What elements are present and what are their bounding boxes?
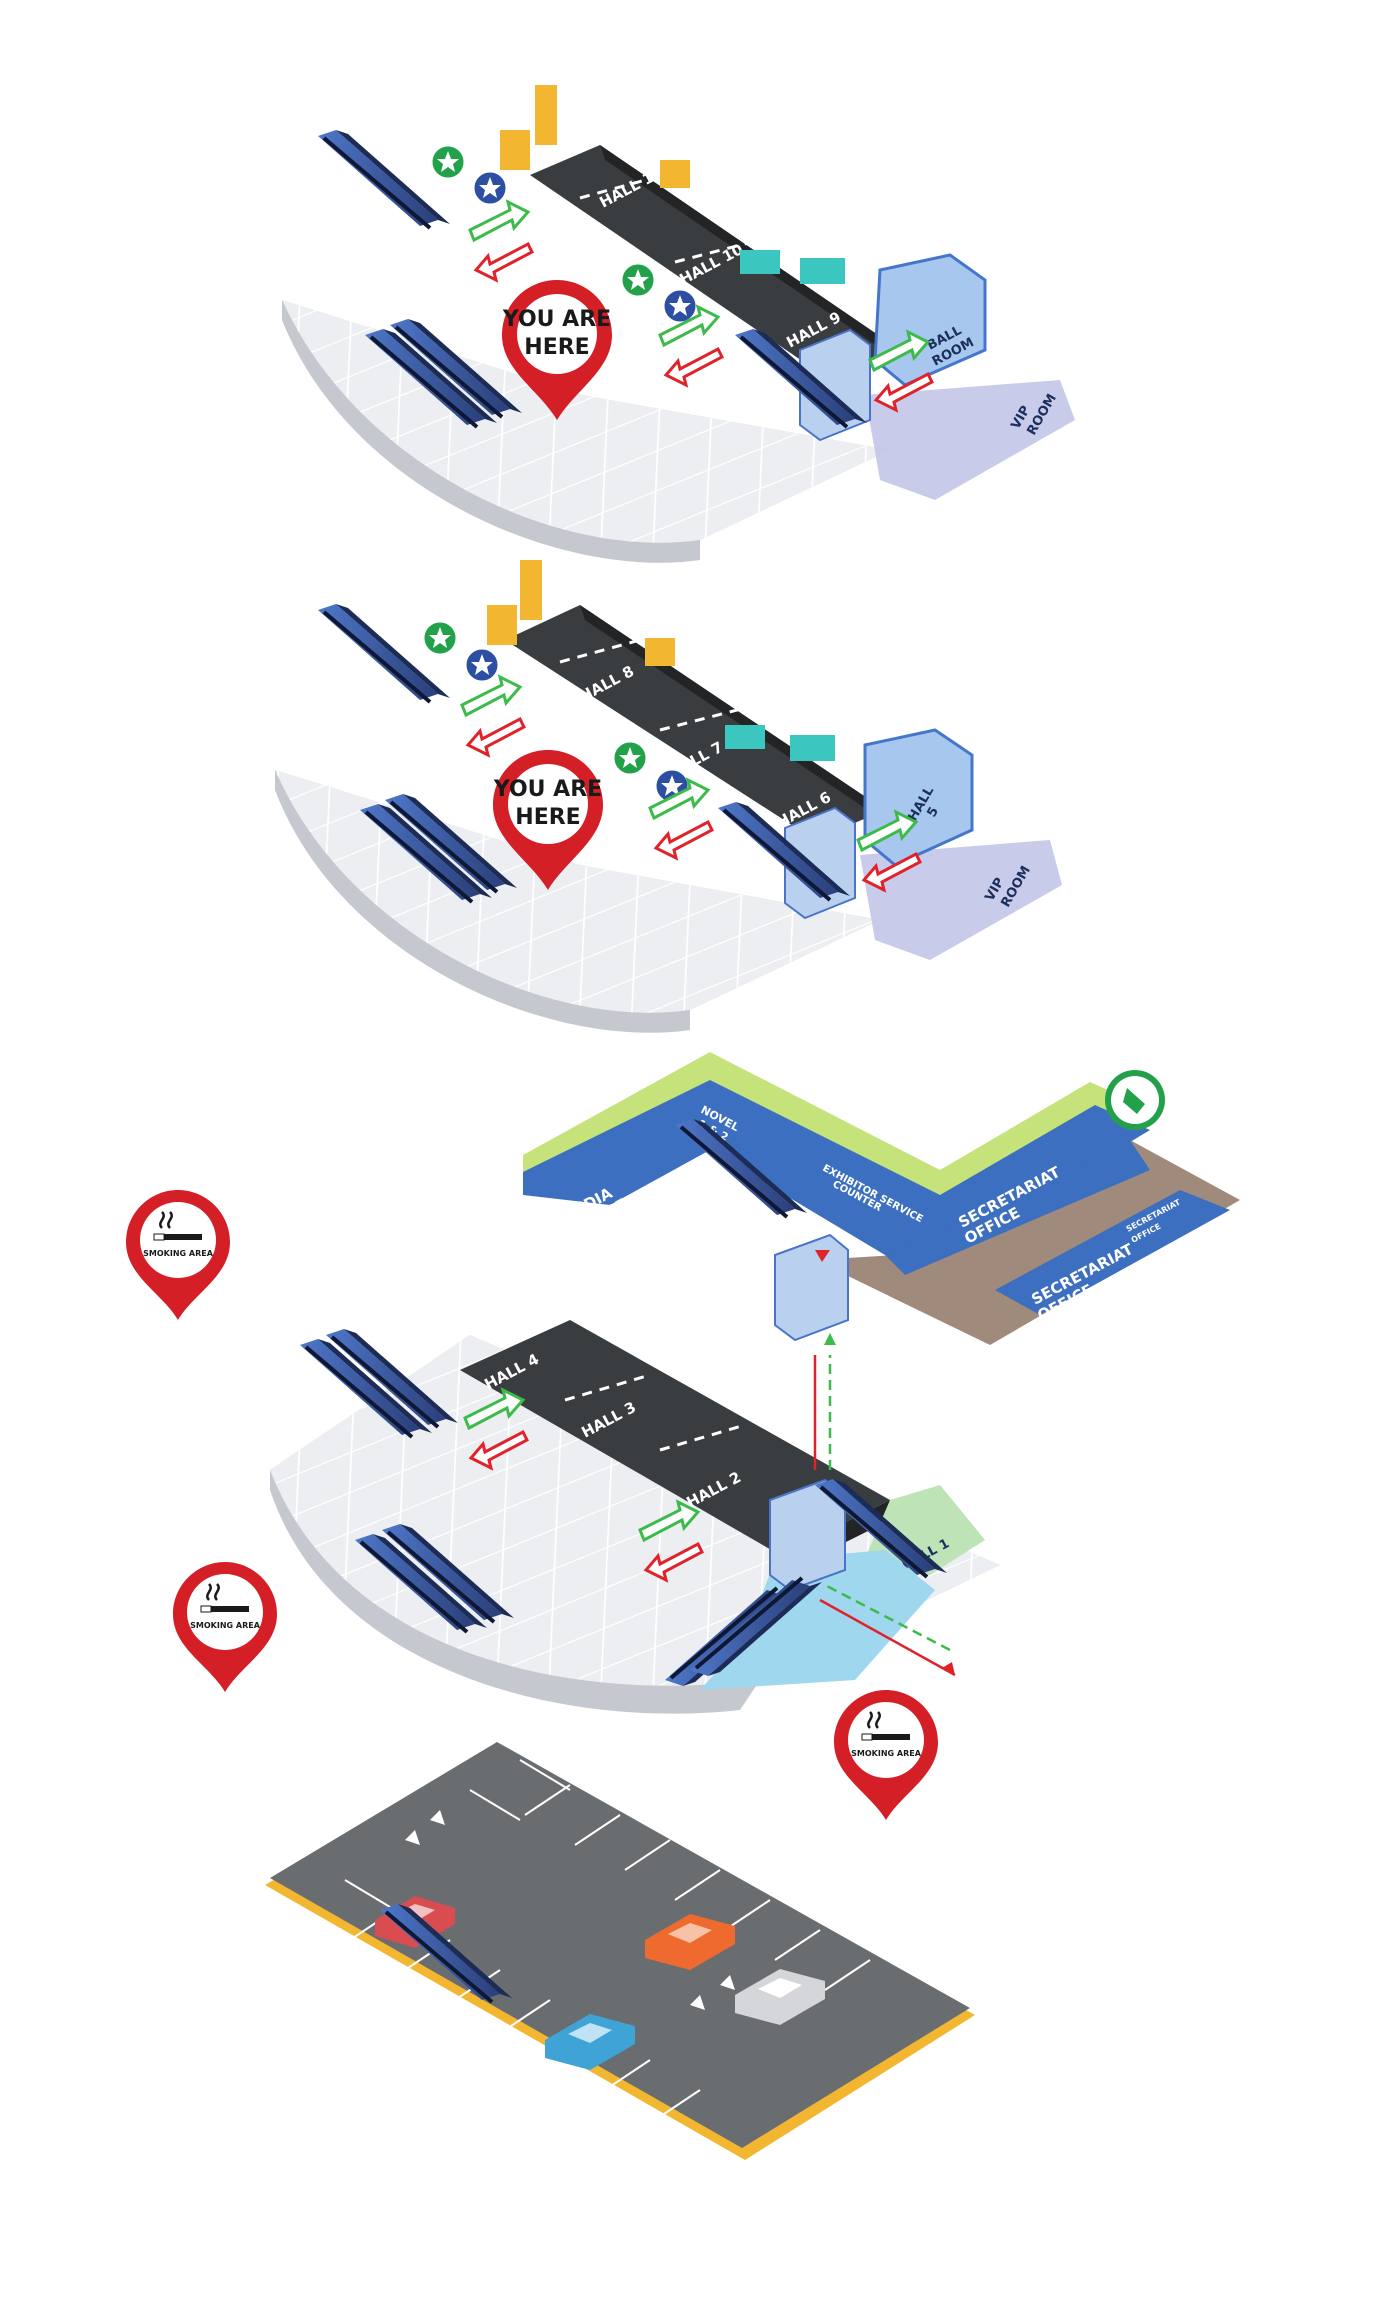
level-top-counter	[740, 250, 780, 274]
level-lower-elevator	[769, 1478, 846, 1592]
level-top-info-star-1	[429, 143, 467, 181]
level-lower-link-arrow-up	[824, 1333, 836, 1345]
level-mid-pin-line1: YOU ARE	[493, 777, 602, 802]
level-mid-direction-arrows-1	[460, 675, 526, 757]
smoking-area-pin-3: SMOKING AREA	[832, 1688, 940, 1822]
parking-car-blue	[545, 2014, 635, 2070]
level-top-service-star-1	[471, 169, 509, 207]
level-lower-exit-arrow	[942, 1662, 955, 1675]
level-mid: HALL 8 HALL 7 HALL 6 HALL 5 VIP ROOM YOU…	[275, 560, 1062, 1033]
smoking-area-pin-1: SMOKING AREA	[124, 1188, 232, 1322]
smoking-area-pin-3-label: SMOKING AREA	[851, 1749, 922, 1758]
level-top-pin-line1: YOU ARE	[502, 307, 611, 332]
level-lower-hall-1	[860, 1485, 985, 1575]
mezzanine-elevator-indicator	[815, 1250, 830, 1262]
level-mid-desk	[487, 605, 517, 645]
level-top-you-are-here-pin: YOU ARE HERE	[502, 280, 612, 420]
smoking-area-pin-2: SMOKING AREA	[171, 1560, 279, 1694]
level-top-pin-line2: HERE	[524, 335, 589, 360]
level-mid-pin-line2: HERE	[515, 805, 580, 830]
level-top-direction-arrows-1	[468, 200, 534, 282]
parking-floor	[270, 1742, 970, 2148]
smoking-area-pin-1-label: SMOKING AREA	[143, 1249, 214, 1258]
parking-car-orange	[645, 1914, 735, 1970]
level-top-vip-area	[865, 380, 1075, 500]
mezzanine-green-strip	[523, 1052, 1130, 1210]
level-mid-hall-floor	[505, 605, 885, 840]
level-mid-desk-2	[645, 638, 675, 666]
level-lower-exit-line-green	[824, 1583, 951, 1652]
parking-level	[265, 1742, 975, 2160]
level-top-hall-floor	[530, 145, 900, 380]
level-mid-info-star-1	[421, 619, 459, 657]
level-lower: HALL 4 HALL 3 HALL 2 HALL 1	[270, 1320, 1000, 1714]
level-top: HALL 11 HALL 10 HALL 9 BALL ROOM VIP ROO…	[282, 85, 1075, 563]
level-mid-info-star-2	[611, 739, 649, 777]
mezzanine-secretariat-block	[995, 1190, 1230, 1315]
mezzanine-blue-walkway-2	[885, 1140, 1150, 1275]
mezzanine-elevator	[774, 1233, 849, 1342]
level-mid-sofa	[790, 735, 835, 761]
level-mid-counter	[725, 725, 765, 749]
level-mid-kiosk	[520, 560, 542, 620]
level-top-info-star-2	[619, 261, 657, 299]
parking-direction-arrows	[405, 1810, 735, 2010]
level-top-ballroom	[873, 253, 987, 387]
level-mid-service-star-1	[463, 646, 501, 684]
mezzanine: MEDIA CENTRE NOVEL 1 & 2 EXHIBITOR SERVI…	[523, 1052, 1240, 1345]
level-mid-vip-area	[860, 840, 1062, 960]
level-top-desk	[500, 130, 530, 170]
level-lower-lobby	[700, 1550, 935, 1690]
mezzanine-brown-floor	[815, 1140, 1240, 1345]
mezzanine-green-marker	[1105, 1070, 1165, 1130]
level-mid-you-are-here-pin: YOU ARE HERE	[493, 750, 603, 890]
level-top-sofa	[800, 258, 845, 284]
level-top-desk-2	[660, 160, 690, 188]
level-top-escalator-1	[316, 128, 452, 230]
smoking-area-pin-2-label: SMOKING AREA	[190, 1621, 261, 1630]
level-lower-exit-line-red	[819, 1598, 956, 1677]
level-top-kiosk	[535, 85, 557, 145]
parking-car-white	[735, 1969, 825, 2025]
